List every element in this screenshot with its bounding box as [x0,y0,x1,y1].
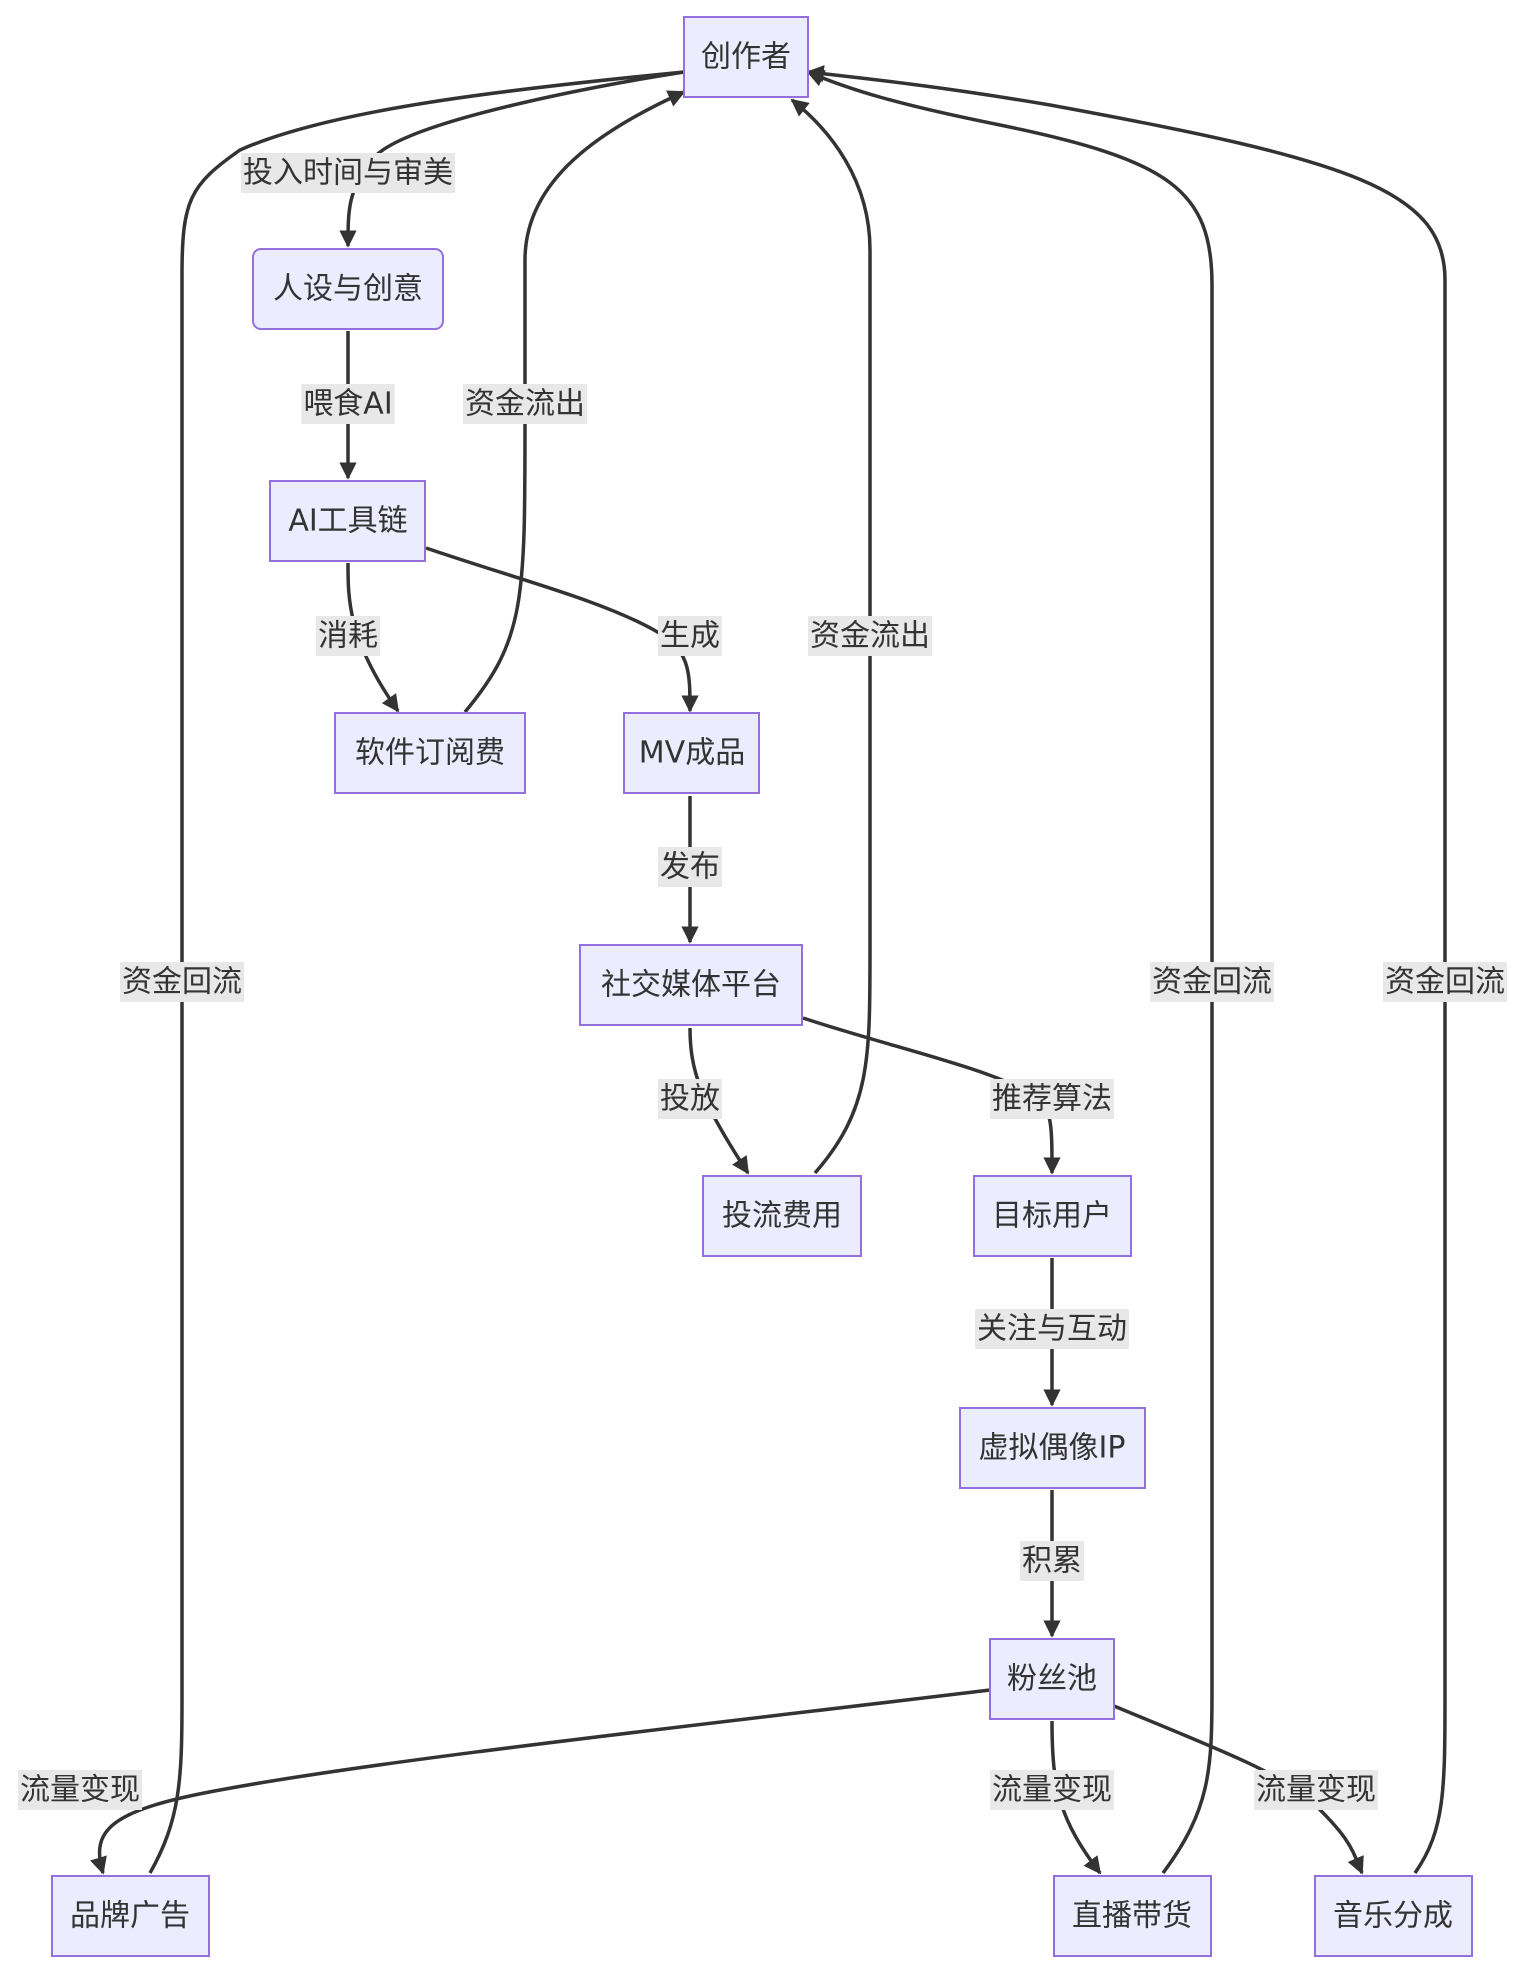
node-fan-pool-label: 粉丝池 [1007,1662,1097,1697]
edge-label-music_share-creator: 资金回流 [1383,962,1507,1002]
edge-label-social-target_users: 推荐算法 [990,1079,1114,1119]
node-ad-fee-label: 投流费用 [722,1199,842,1234]
node-creator[interactable]: 创作者 [683,16,809,98]
node-target-users-label: 目标用户 [992,1199,1112,1234]
edge-brand-ad-creator [148,70,685,1874]
edge-label-text: 资金流出 [810,619,930,654]
edge-label-text: 投入时间与审美 [243,156,453,191]
node-mv-label: MV成品 [639,736,745,771]
edge-label-idol_ip-fan_pool: 积累 [1020,1541,1084,1581]
node-creator-label: 创作者 [701,40,791,75]
edge-label-text: 资金回流 [1385,965,1505,1000]
node-fan-pool[interactable]: 粉丝池 [989,1638,1115,1720]
edge-label-text: 流量变现 [20,1773,140,1808]
node-music-share[interactable]: 音乐分成 [1314,1875,1473,1957]
edge-label-fan_pool-live_sales: 流量变现 [990,1770,1114,1810]
node-social[interactable]: 社交媒体平台 [579,944,803,1026]
node-ad-fee[interactable]: 投流费用 [702,1175,862,1257]
node-software-fee[interactable]: 软件订阅费 [334,712,526,794]
edge-fan-pool-brand-ad [90,1688,991,1875]
edge-label-text: 生成 [660,619,720,654]
edge-label-mv-social: 发布 [658,847,722,887]
node-persona[interactable]: 人设与创意 [252,248,444,330]
edge-label-text: 投放 [660,1082,720,1117]
edge-label-text: 积累 [1022,1544,1082,1579]
edge-label-text: 推荐算法 [992,1082,1112,1117]
edge-label-text: 资金回流 [1152,965,1272,1000]
edge-label-fan_pool-music_share: 流量变现 [1254,1770,1378,1810]
node-persona-label: 人设与创意 [273,272,423,307]
edge-label-text: 发布 [660,850,720,885]
node-mv[interactable]: MV成品 [623,712,760,794]
edge-label-software_fee-creator: 资金流出 [463,384,587,424]
edge-ai-tools-mv [425,546,699,713]
edge-label-text: 资金流出 [465,387,585,422]
edge-label-text: 喂食AI [303,387,392,422]
node-target-users[interactable]: 目标用户 [973,1175,1132,1257]
node-social-label: 社交媒体平台 [601,968,781,1003]
node-brand-ad[interactable]: 品牌广告 [51,1875,210,1957]
edge-label-social-ad_fee: 投放 [658,1079,722,1119]
node-live-sales-label: 直播带货 [1072,1899,1192,1934]
edge-label-creator-persona: 投入时间与审美 [241,153,455,193]
edge-music-share-creator [806,65,1447,1875]
edge-label-text: 流量变现 [1256,1773,1376,1808]
edge-label-live_sales-creator: 资金回流 [1150,962,1274,1002]
edge-label-ad_fee-creator: 资金流出 [808,616,932,656]
edge-creator-persona [339,70,685,248]
node-music-share-label: 音乐分成 [1333,1899,1453,1934]
node-software-fee-label: 软件订阅费 [355,736,505,771]
node-ai-tools-label: AI工具链 [288,504,407,539]
node-ai-tools[interactable]: AI工具链 [269,480,426,562]
nodes: 创作者 人设与创意 AI工具链 软件订阅费 MV成品 社交媒体平台 投流费用 [51,16,1473,1957]
edge-live-sales-creator [806,70,1214,1875]
edge-label-target_users-idol_ip: 关注与互动 [975,1309,1129,1349]
edge-label-text: 流量变现 [992,1773,1112,1808]
edge-label-text: 资金回流 [122,965,242,1000]
edge-label-brand_ad-creator: 资金回流 [120,962,244,1002]
node-live-sales[interactable]: 直播带货 [1053,1875,1212,1957]
node-brand-ad-label: 品牌广告 [70,1899,190,1934]
node-idol-ip-label: 虚拟偶像IP [979,1431,1126,1466]
node-idol-ip[interactable]: 虚拟偶像IP [959,1407,1146,1489]
edge-label-ai_tools-mv: 生成 [658,616,722,656]
edge-label-text: 消耗 [318,619,378,654]
edge-label-text: 关注与互动 [977,1312,1127,1347]
edge-label-fan_pool-brand_ad: 流量变现 [18,1770,142,1810]
edge-ad-fee-creator [790,98,872,1175]
edge-label-persona-ai_tools: 喂食AI [301,384,395,424]
edge-label-ai_tools-software_fee: 消耗 [316,616,380,656]
